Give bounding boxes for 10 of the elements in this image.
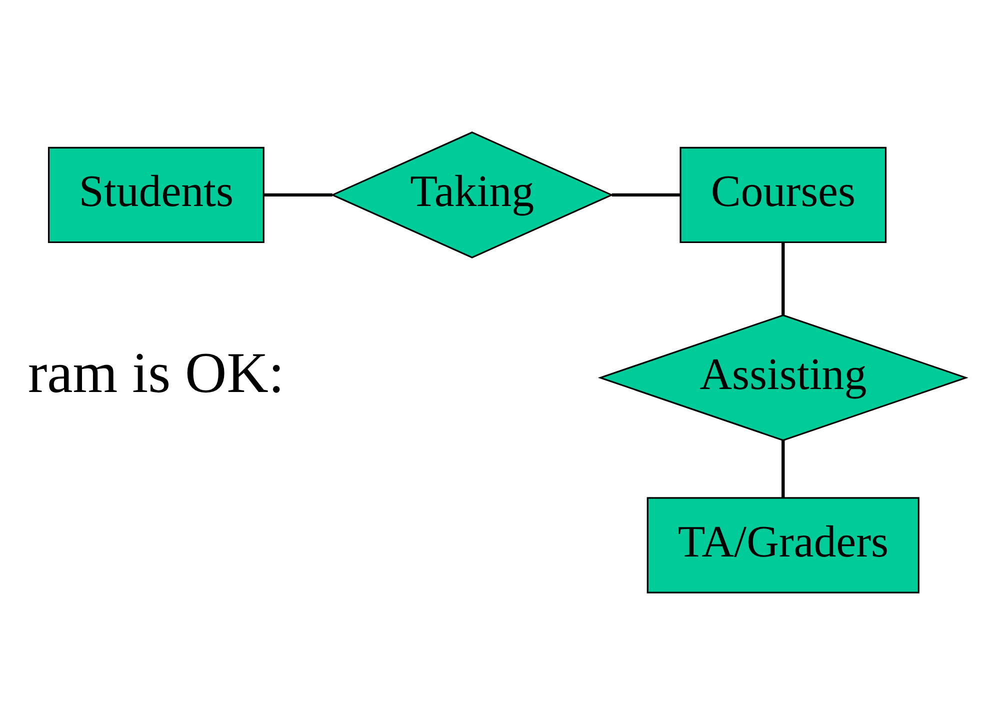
connector <box>264 192 332 196</box>
connector <box>782 440 785 498</box>
connector <box>782 242 785 314</box>
connector <box>612 192 680 196</box>
node-box: Students <box>48 146 264 243</box>
label: ram is OK: <box>28 341 284 404</box>
node-box: Courses <box>680 146 887 243</box>
node-diamond: Assisting <box>598 314 968 441</box>
node-diamond: Taking <box>330 131 614 258</box>
node-box: TA/Graders <box>646 496 920 593</box>
